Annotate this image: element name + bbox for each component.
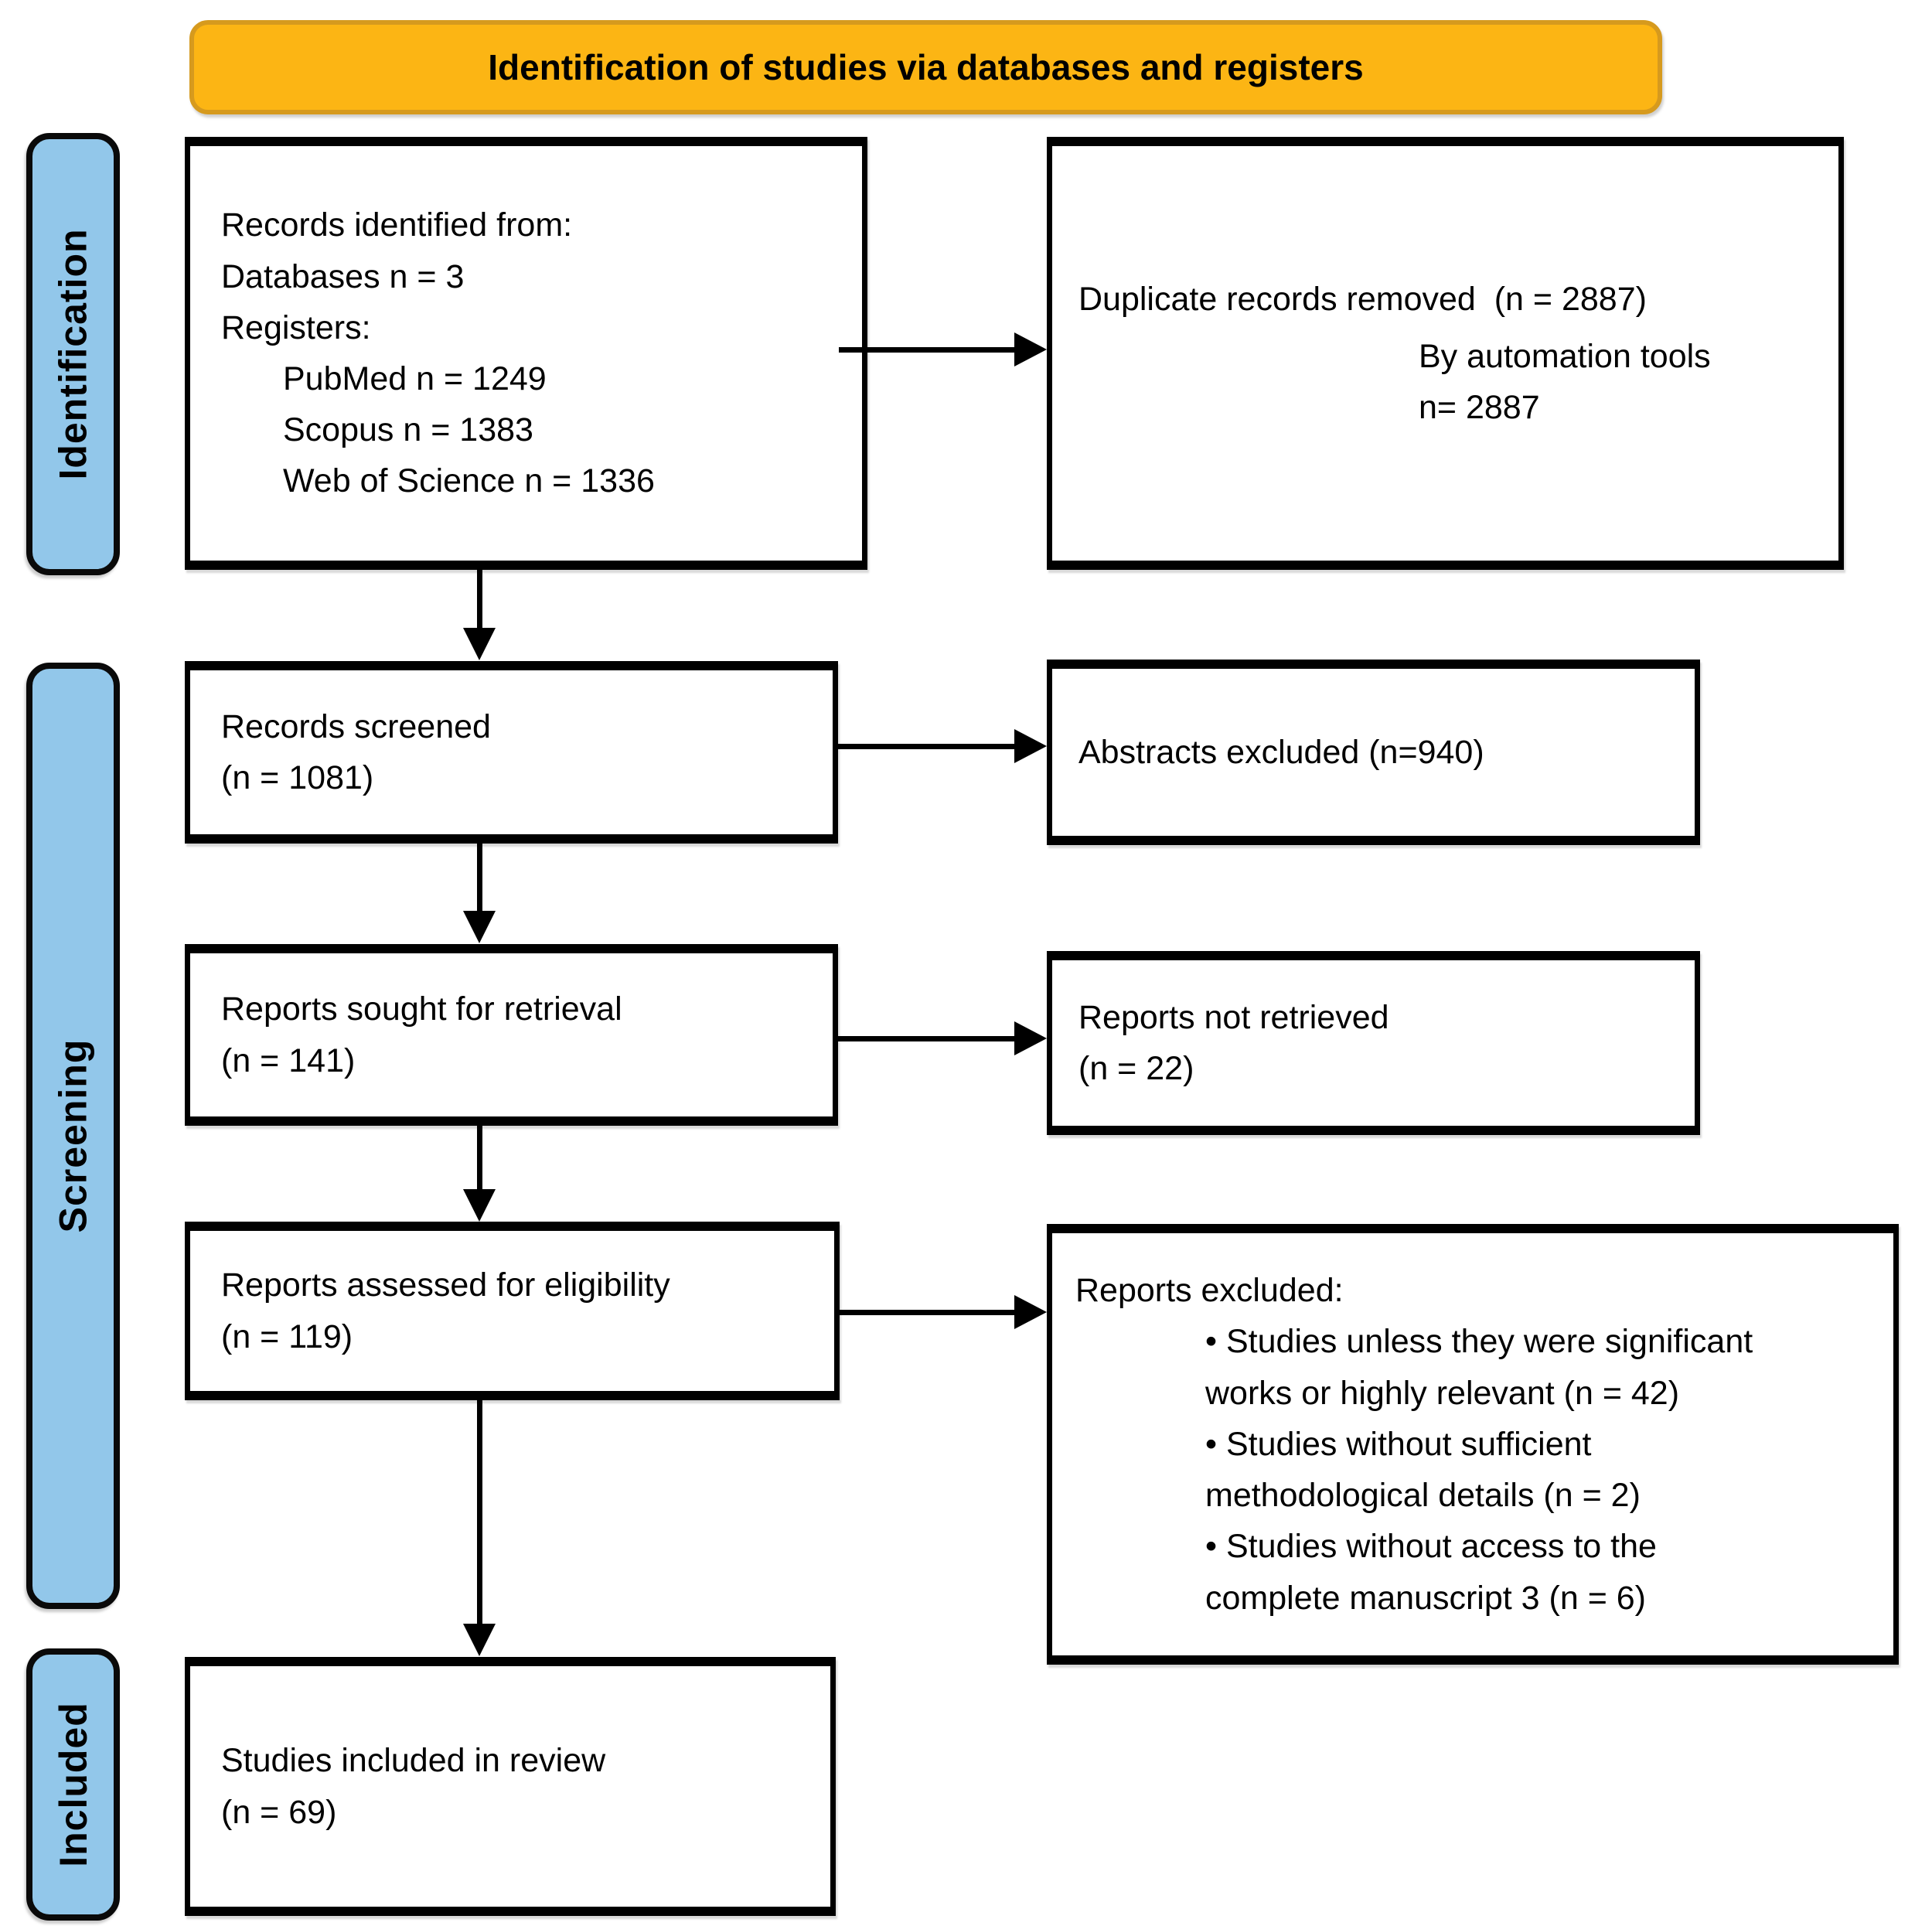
stage-label-screening: Screening (26, 663, 120, 1609)
box-duplicate-records-removed: Duplicate records removed (n = 2887) By … (1047, 137, 1844, 570)
banner: Identification of studies via databases … (189, 20, 1662, 114)
arrow-assessed-to-excluded-shaft (840, 1310, 1015, 1315)
stage-label-included-text: Included (51, 1702, 95, 1867)
abstracts-excluded-text: Abstracts excluded (n=940) (1078, 733, 1484, 771)
box-reports-not-retrieved: Reports not retrieved (n = 22) (1047, 951, 1700, 1135)
arrow-screened-to-abstracts-head-icon (1014, 729, 1047, 763)
reports-excluded-heading: Reports excluded: (1075, 1272, 1344, 1310)
box-abstracts-excluded: Abstracts excluded (n=940) (1047, 660, 1700, 845)
duplicates-removed-line: Duplicate records removed (n = 2887) (1078, 280, 1647, 318)
arrow-sought-to-not-retrieved-shaft (837, 1036, 1015, 1041)
arrow-sought-to-not-retrieved-head-icon (1014, 1021, 1047, 1055)
banner-title: Identification of studies via databases … (488, 47, 1364, 87)
arrow-screened-to-abstracts-shaft (837, 744, 1015, 749)
arrow-screened-to-sought-shaft (477, 844, 482, 912)
arrow-identified-to-duplicates-head-icon (1014, 332, 1047, 366)
stage-label-included: Included (26, 1648, 120, 1921)
reports-sought-text: Reports sought for retrieval (n = 141) (221, 990, 622, 1079)
box-records-identified: Records identified from: Databases n = 3… (185, 137, 867, 570)
arrow-sought-to-assessed-head-icon (463, 1189, 496, 1222)
arrow-assessed-to-included-shaft (477, 1400, 482, 1625)
duplicates-removed-automation: By automation tools n= 2887 (1419, 337, 1711, 427)
stage-label-screening-text: Screening (51, 1038, 95, 1233)
records-identified-main: Records identified from: Databases n = 3… (221, 206, 573, 346)
reports-excluded-bullet-1: • Studies unless they were significant w… (1205, 1323, 1753, 1412)
reports-not-retrieved-text: Reports not retrieved (n = 22) (1078, 998, 1389, 1087)
reports-excluded-bullets: • Studies unless they were significant w… (1205, 1316, 1881, 1623)
box-reports-assessed: Reports assessed for eligibility (n = 11… (185, 1222, 840, 1400)
studies-included-text: Studies included in review (n = 69) (221, 1742, 606, 1831)
box-reports-sought: Reports sought for retrieval (n = 141) (185, 944, 838, 1126)
arrow-assessed-to-included-head-icon (463, 1624, 496, 1656)
reports-assessed-text: Reports assessed for eligibility (n = 11… (221, 1266, 670, 1355)
arrow-screened-to-sought-head-icon (463, 911, 496, 943)
reports-excluded-bullet-2: • Studies without sufficient methodologi… (1205, 1425, 1641, 1515)
records-identified-registers: PubMed n = 1249 Scopus n = 1383 Web of S… (283, 360, 655, 500)
arrow-assessed-to-excluded-head-icon (1014, 1295, 1047, 1329)
box-studies-included: Studies included in review (n = 69) (185, 1657, 836, 1916)
arrow-identified-to-screened-head-icon (463, 628, 496, 660)
records-screened-text: Records screened (n = 1081) (221, 707, 491, 796)
arrow-identified-to-screened-shaft (477, 569, 482, 629)
box-records-screened: Records screened (n = 1081) (185, 661, 838, 844)
stage-label-identification-text: Identification (51, 228, 95, 480)
box-reports-excluded: Reports excluded: • Studies unless they … (1047, 1224, 1899, 1665)
reports-excluded-bullet-3: • Studies without access to the complete… (1205, 1528, 1657, 1617)
arrow-sought-to-assessed-shaft (477, 1126, 482, 1191)
arrow-identified-to-duplicates-shaft (839, 347, 1015, 353)
stage-label-identification: Identification (26, 133, 120, 575)
